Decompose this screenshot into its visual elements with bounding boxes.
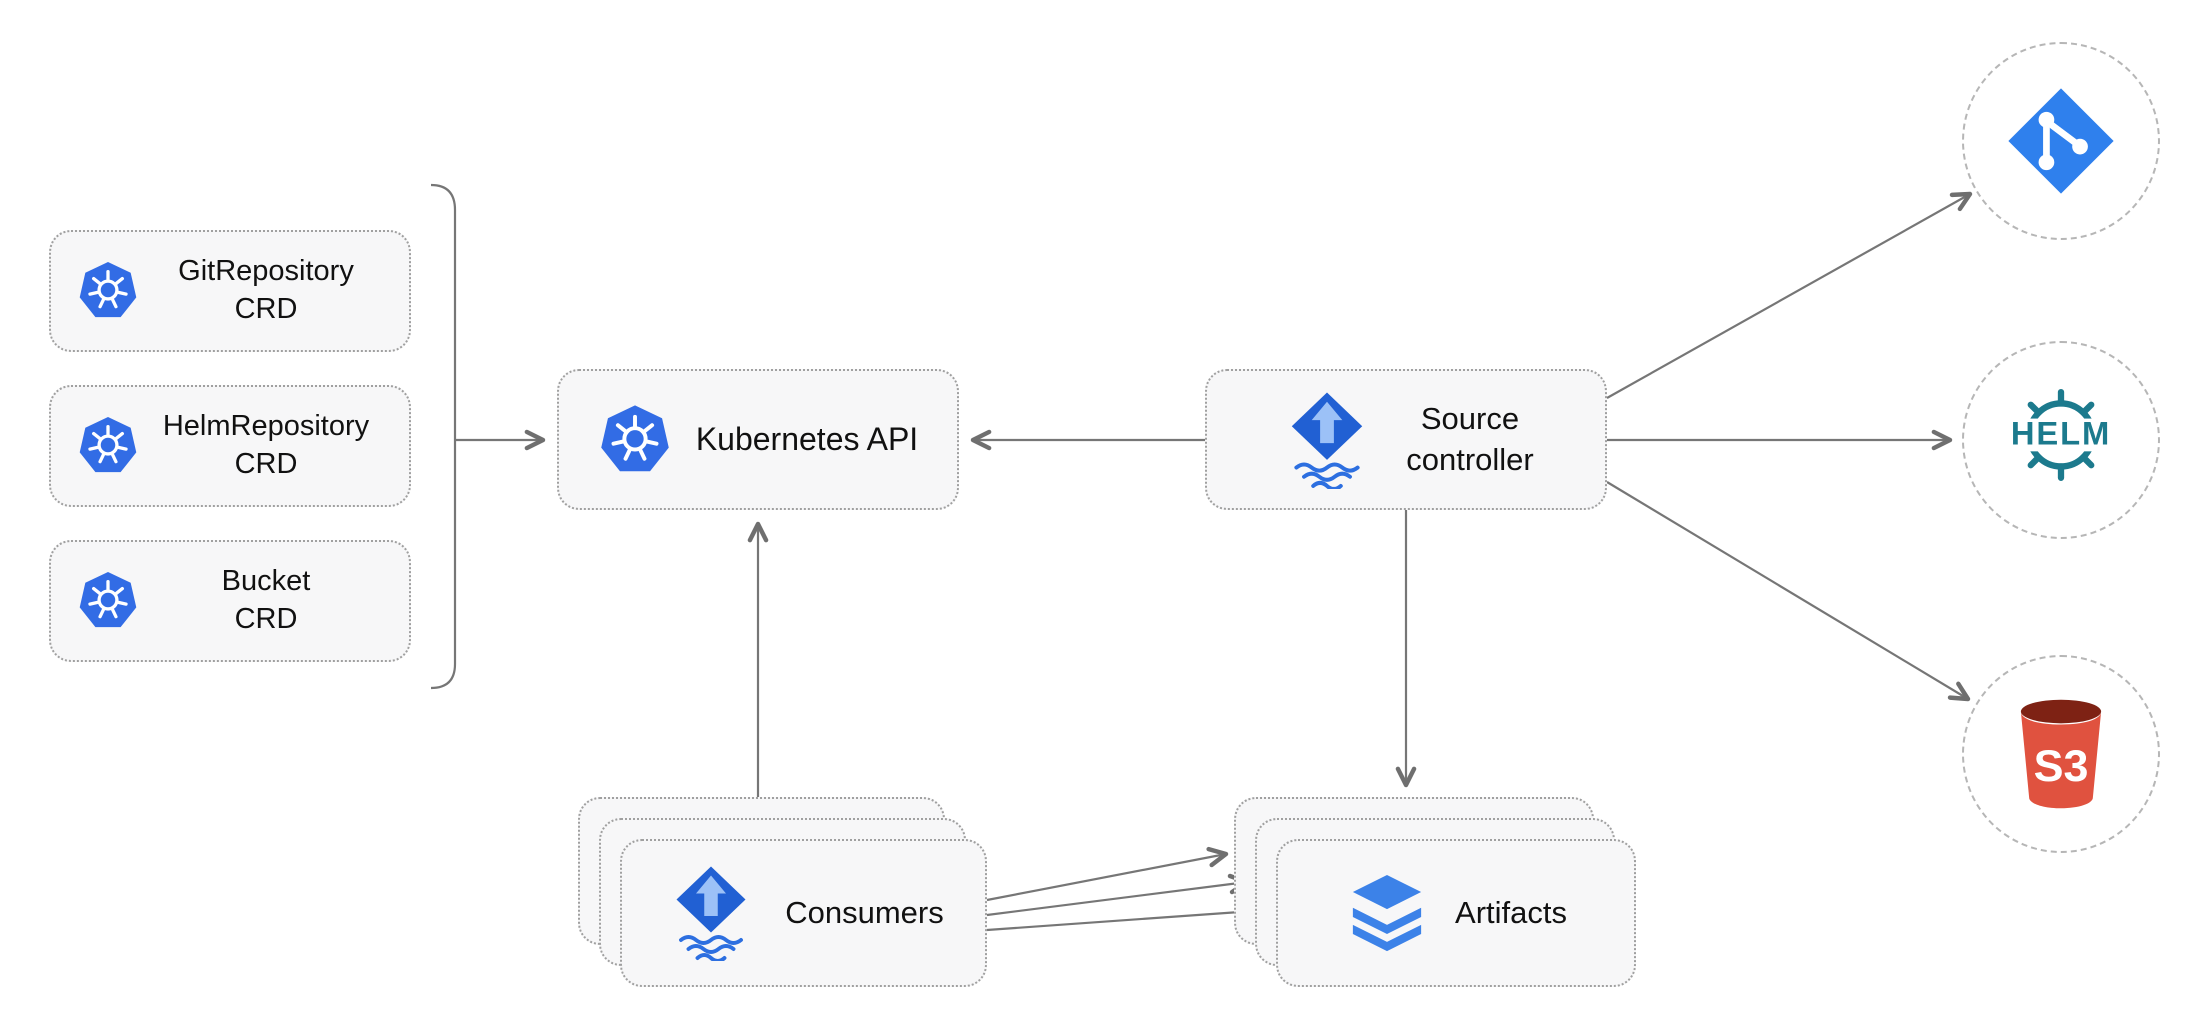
kubernetes-icon [601,404,669,471]
flux-icon [676,866,746,961]
helm-label: HELM [2011,414,2111,451]
node-external-s3: S3 [1962,655,2160,853]
helm-icon: HELM [2005,388,2117,481]
edge-source-to-s3 [1606,481,1971,702]
kubernetes-icon [79,261,137,318]
node-external-git [1962,42,2160,240]
node-label: Kubernetes API [695,420,919,457]
s3-label: S3 [2034,740,2089,791]
node-kubernetes-api: Kubernetes API [557,369,959,510]
git-icon [2008,88,2114,194]
kubernetes-icon [79,571,137,628]
node-external-helm: HELM [1962,341,2160,539]
edge-consumers-to-artifacts-2 [986,873,1250,917]
node-artifacts: Artifacts [1276,839,1636,987]
flux-icon [1292,392,1363,489]
crds-group-bracket [430,183,457,690]
edge-source-to-git [1606,191,1973,399]
kubernetes-icon [79,416,137,473]
edge-consumers-to-artifacts-1 [986,846,1229,902]
s3-icon: S3 [2020,699,2102,809]
node-label: Consumers [785,894,944,930]
node-consumers: Consumers [620,839,987,987]
layers-icon [1352,874,1422,952]
edge-consumers-to-artifacts-3 [986,900,1271,932]
node-label: Artifacts [1455,894,1567,930]
